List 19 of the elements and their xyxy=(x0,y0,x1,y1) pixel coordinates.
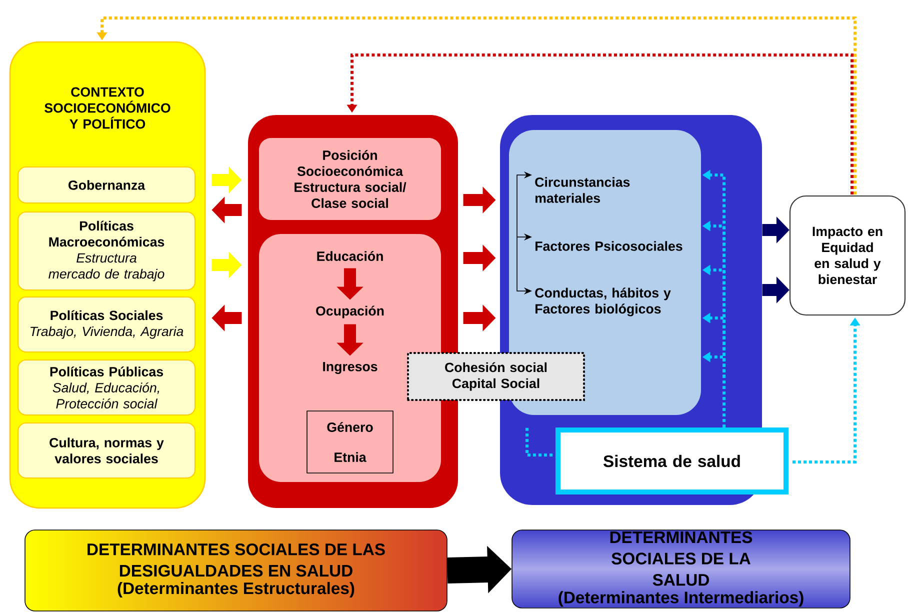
policy-box: Políticas Públicas Salud, Educación, Protección social xyxy=(17,359,196,416)
position-box: Posición Socioeconómica Estructura social/ Clase social xyxy=(259,138,441,220)
factor-text: Educación xyxy=(317,251,383,261)
policy-box: Cultura, normas y valores sociales xyxy=(17,422,196,479)
policy-box: Políticas Sociales Trabajo, Vivienda, Agraria xyxy=(17,296,196,353)
factor-text: Ocupación xyxy=(316,306,384,318)
factor-text: Conductas, hábitos y Factores biológicos xyxy=(535,288,671,316)
policy-box: Políticas Macroeconómicas Estructura mercado de trabajo xyxy=(17,211,196,291)
policy-box: Gobernanza xyxy=(17,166,196,204)
banner: DETERMINANTES SOCIALES DE LA SALUD (Determinantes Intermediarios) xyxy=(512,530,850,608)
factor-text: Ingresos xyxy=(323,362,378,374)
gender-box: Género Etnia xyxy=(306,410,394,474)
health-system-box: Sistema de salud xyxy=(556,428,788,494)
cohesion-box: Cohesión social Capital Social xyxy=(407,352,585,401)
factor-text: Factores Psicosociales xyxy=(536,241,682,251)
banner: DETERMINANTES SOCIALES DE LAS DESIGUALDADES EN SALUD (Determinantes Estructurales) xyxy=(24,530,448,612)
factor-text: Circunstancias materiales xyxy=(535,177,630,203)
outcome-box: Impacto en Equidad en salud y bienestar xyxy=(789,195,906,316)
feedback-arrow xyxy=(526,427,552,456)
